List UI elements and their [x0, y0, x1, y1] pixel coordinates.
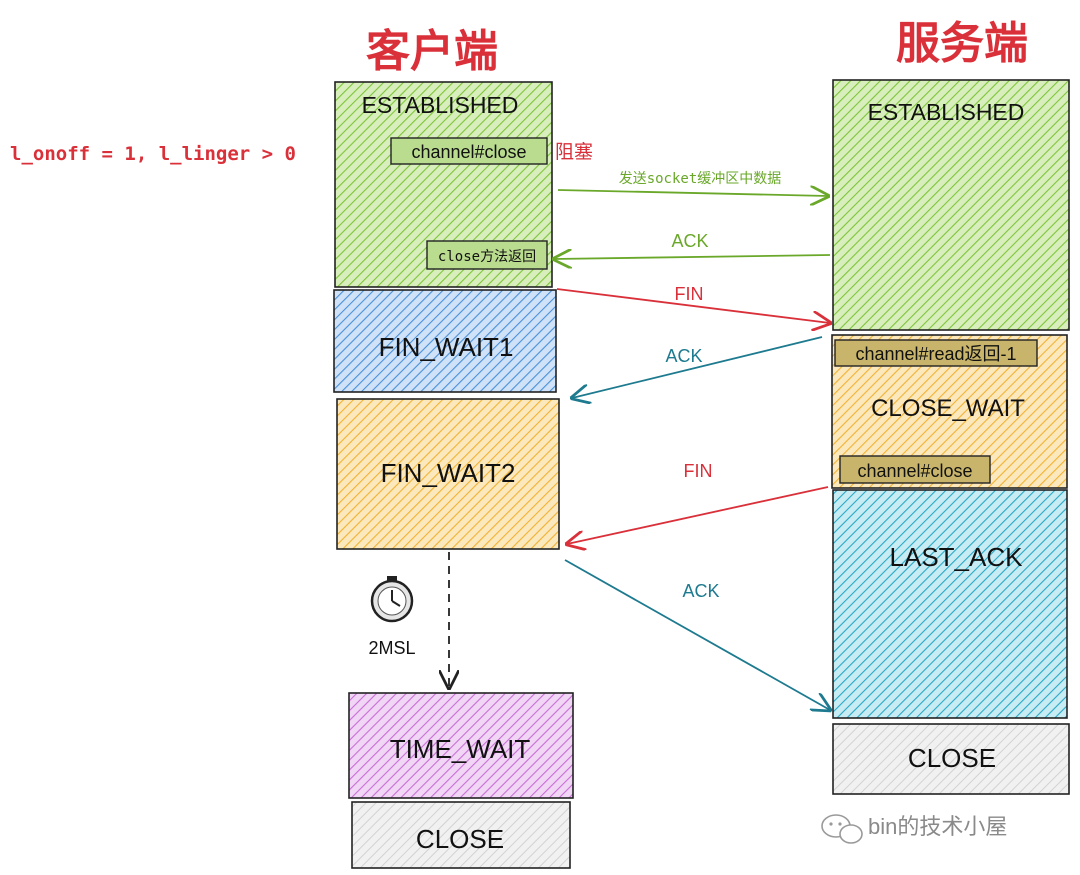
client-fin-wait2-state: FIN_WAIT2	[336, 398, 560, 550]
fin2-arrow	[567, 486, 829, 544]
server-channel-close-note: channel#close	[839, 455, 991, 484]
ack3-arrow	[564, 559, 830, 710]
close-wait-label: CLOSE_WAIT	[871, 395, 1025, 422]
client-channel-close-label: channel#close	[411, 142, 526, 162]
client-time-wait-state: TIME_WAIT	[348, 692, 574, 799]
fin1-arrow	[556, 288, 830, 323]
timer-label: 2MSL	[368, 638, 415, 658]
ack1-arrow	[554, 255, 831, 259]
send-data-arrow	[557, 190, 828, 196]
fin1-label: FIN	[675, 284, 704, 304]
server-established-label: ESTABLISHED	[868, 99, 1025, 125]
ack1-label: ACK	[671, 231, 708, 251]
wechat-icon	[821, 814, 863, 844]
server-heading: 服务端	[896, 18, 1028, 69]
server-last-ack-state: LAST_ACK	[832, 489, 1068, 719]
fin2-label: FIN	[684, 461, 713, 481]
client-fin-wait1-state: FIN_WAIT1	[333, 289, 557, 393]
server-channel-close-label: channel#close	[857, 461, 972, 481]
server-close-state: CLOSE	[832, 723, 1070, 795]
last-ack-label: LAST_ACK	[890, 542, 1024, 572]
client-heading: 客户端	[366, 26, 498, 77]
server-close-label: CLOSE	[908, 743, 996, 773]
read-returns-label: channel#read返回-1	[855, 344, 1016, 364]
client-established-label: ESTABLISHED	[362, 92, 519, 118]
client-close-state: CLOSE	[351, 801, 571, 869]
watermark-text: bin的技术小屋	[868, 814, 1007, 839]
ack2-label: ACK	[665, 346, 702, 366]
fin-wait2-label: FIN_WAIT2	[381, 458, 516, 488]
linger-condition: l_onoff = 1, l_linger > 0	[10, 143, 296, 165]
ack2-arrow	[572, 336, 823, 398]
close-returns-note: close方法返回	[426, 240, 548, 270]
send-data-label: 发送socket缓冲区中数据	[619, 171, 782, 187]
clock-icon	[370, 576, 414, 623]
server-established-state: ESTABLISHED	[832, 79, 1070, 331]
time-wait-label: TIME_WAIT	[390, 734, 531, 764]
blocking-label: 阻塞	[555, 141, 593, 163]
read-returns-note: channel#read返回-1	[834, 339, 1038, 367]
close-returns-label: close方法返回	[438, 249, 536, 265]
ack3-label: ACK	[682, 581, 719, 601]
client-close-label: CLOSE	[416, 824, 504, 854]
fin-wait1-label: FIN_WAIT1	[379, 332, 514, 362]
client-channel-close-note: channel#close	[390, 137, 548, 165]
